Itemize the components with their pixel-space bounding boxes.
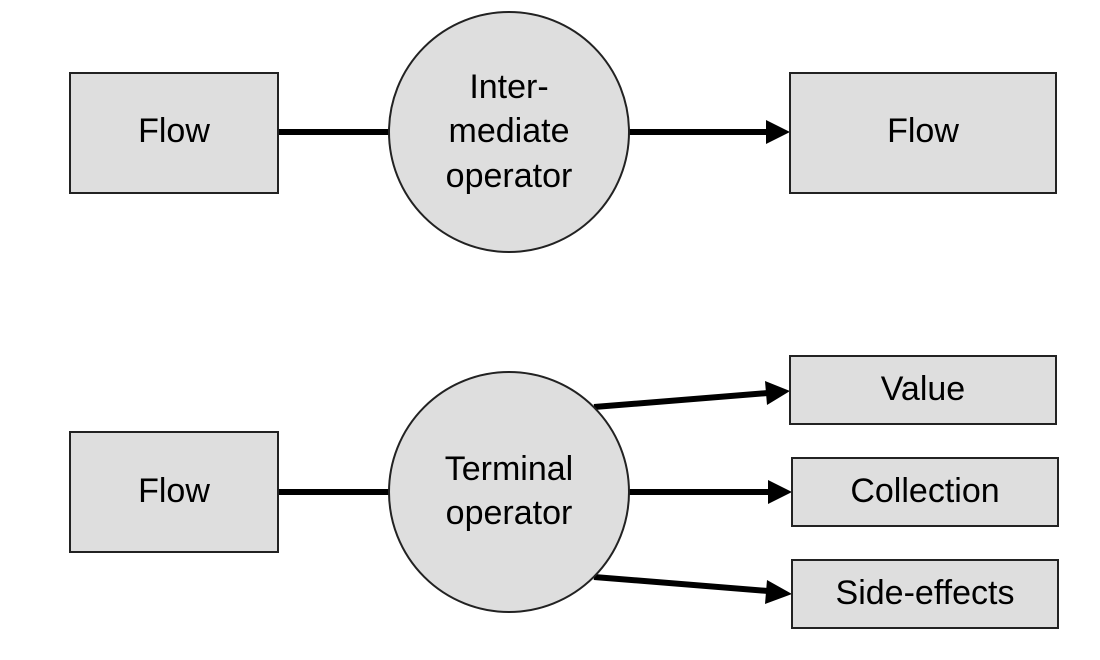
terminal-operator-node: Terminal operator <box>388 371 630 613</box>
output-node-collection: Collection <box>791 457 1059 527</box>
output-box-side-effects <box>791 559 1059 629</box>
arrowhead-to-side-effects <box>765 580 792 604</box>
top-target-box <box>789 72 1057 194</box>
intermediate-operator-label-line-3: operator <box>446 157 573 195</box>
output-label-side-effects: Side-effects <box>836 574 1015 612</box>
terminal-operator-label-line-2: operator <box>446 494 573 532</box>
output-label-value: Value <box>881 370 965 408</box>
edge-terminal-to-value <box>593 390 769 410</box>
output-box-value <box>789 355 1057 425</box>
arrowhead-top-to-flow <box>766 120 790 144</box>
terminal-operator-circle <box>388 371 630 613</box>
bottom-source-node: Flow <box>69 431 279 553</box>
top-target-label: Flow <box>887 112 959 150</box>
intermediate-operator-node: Inter- mediate operator <box>388 11 630 253</box>
output-node-side-effects: Side-effects <box>791 559 1059 629</box>
output-node-value: Value <box>789 355 1057 425</box>
output-label-collection: Collection <box>850 472 999 510</box>
intermediate-operator-label-line-1: Inter- <box>469 68 548 106</box>
arrowhead-to-value <box>765 381 790 405</box>
bottom-source-box <box>69 431 279 553</box>
top-row: Flow Inter- mediate operator Flow <box>69 11 1057 253</box>
bottom-row: Flow Terminal operator Value Collection … <box>69 355 1059 629</box>
terminal-operator-label-line-1: Terminal <box>445 450 573 488</box>
top-source-label: Flow <box>138 112 210 150</box>
top-source-box <box>69 72 279 194</box>
intermediate-operator-circle <box>388 11 630 253</box>
top-target-node: Flow <box>789 72 1057 194</box>
top-source-node: Flow <box>69 72 279 194</box>
edge-terminal-to-side-effects <box>593 574 769 594</box>
output-box-collection <box>791 457 1059 527</box>
arrowhead-to-collection <box>768 480 792 504</box>
bottom-source-label: Flow <box>138 472 210 510</box>
intermediate-operator-label-line-2: mediate <box>449 112 570 150</box>
